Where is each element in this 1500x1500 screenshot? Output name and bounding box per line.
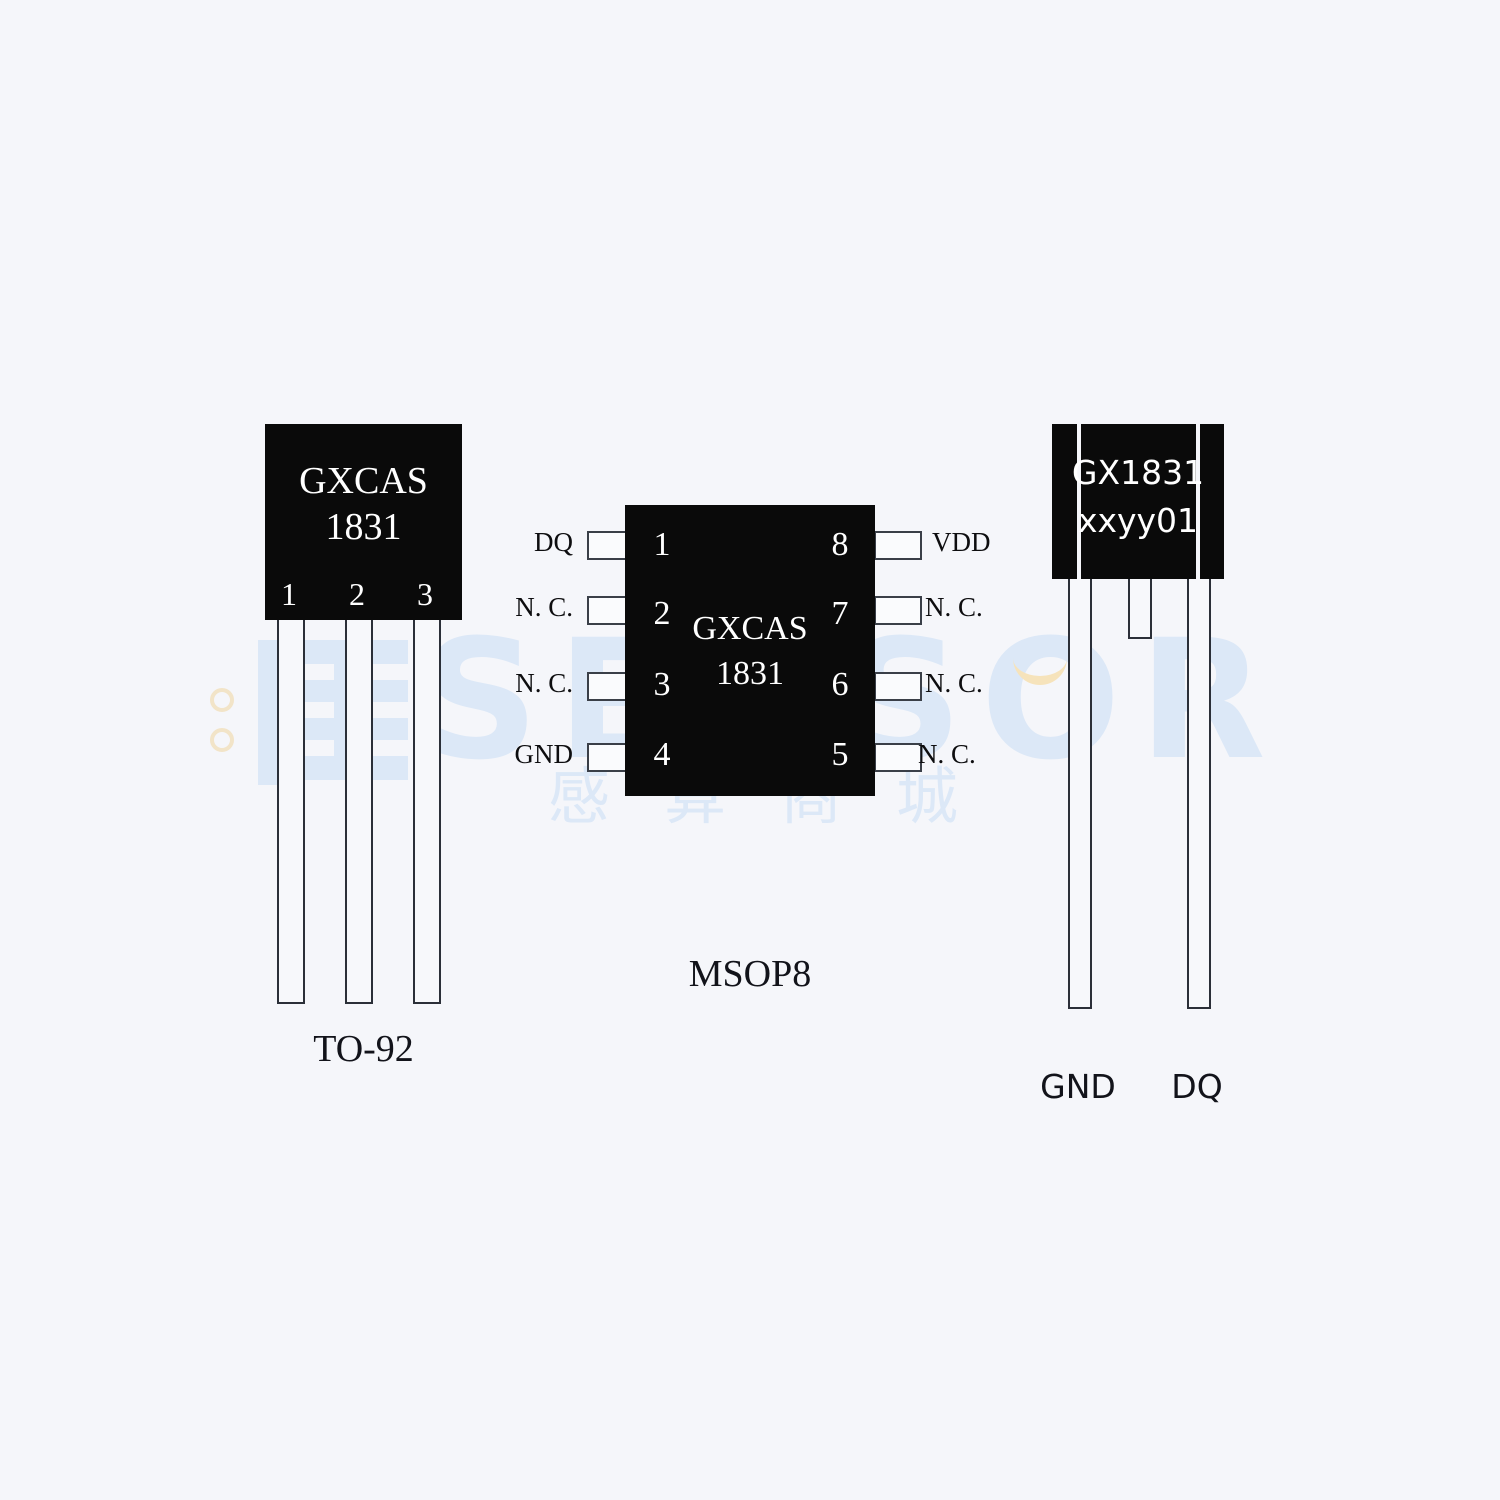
gx1831-marking-line-2: xxyy01 bbox=[1077, 501, 1199, 540]
msop8-caption: MSOP8 bbox=[688, 953, 812, 995]
to-92-marking-line-1: GXCAS bbox=[299, 460, 428, 502]
msop8-pin-number-4: 4 bbox=[653, 736, 671, 773]
msop8-marking-line-2: 1831 bbox=[716, 655, 784, 692]
to-92-marking-line-2: 1831 bbox=[325, 506, 402, 548]
gx1831-marking-line-1: GX1831 bbox=[1071, 453, 1205, 492]
msop8-pin-number-8: 8 bbox=[831, 526, 849, 563]
msop8-pin-number-5: 5 bbox=[831, 736, 849, 773]
msop8-marking-line-1: GXCAS bbox=[692, 610, 808, 647]
to-92-pin-number-2: 2 bbox=[349, 576, 365, 612]
to-92-body bbox=[265, 424, 462, 620]
msop8-pad-8 bbox=[874, 531, 922, 560]
to-92-pin-number-3: 3 bbox=[417, 576, 433, 612]
msop8-pin-number-6: 6 bbox=[831, 666, 849, 703]
msop8-pin-label-nc-2: N. C. bbox=[515, 592, 573, 622]
msop8-pin-label-nc-7: N. C. bbox=[925, 592, 983, 622]
msop8-pad-7 bbox=[874, 596, 922, 625]
msop8-pin-label-nc-5: N. C. bbox=[918, 739, 976, 769]
gx1831-body-divider-right bbox=[1196, 424, 1200, 579]
gx1831-lead-gnd bbox=[1068, 575, 1092, 1009]
msop8-pad-5 bbox=[874, 743, 922, 772]
msop8-pin-label-nc-3: N. C. bbox=[515, 668, 573, 698]
gx1831-body-divider-left bbox=[1077, 424, 1081, 579]
to-92-lead-1 bbox=[277, 615, 305, 1004]
gx1831-lead-label-gnd: GND bbox=[1040, 1067, 1116, 1106]
msop8-body bbox=[625, 505, 875, 796]
msop8-pin-number-2: 2 bbox=[653, 595, 671, 632]
msop8-pin-number-7: 7 bbox=[831, 595, 849, 632]
gx1831-lead-center-stub bbox=[1128, 575, 1152, 639]
gx1831-lead-label-dq: DQ bbox=[1171, 1067, 1223, 1106]
msop8-pin-number-3: 3 bbox=[653, 666, 671, 703]
to-92-lead-3 bbox=[413, 615, 441, 1004]
gx1831-lead-dq bbox=[1187, 575, 1211, 1009]
msop8-pin-label-gnd: GND bbox=[514, 739, 574, 769]
to-92-lead-2 bbox=[345, 615, 373, 1004]
msop8-pin-label-dq: DQ bbox=[534, 527, 573, 557]
to-92-pin-number-1: 1 bbox=[281, 576, 297, 612]
msop8-pad-6 bbox=[874, 672, 922, 701]
msop8-pin-number-1: 1 bbox=[653, 526, 671, 563]
to-92-caption: TO-92 bbox=[313, 1028, 414, 1070]
msop8-pin-label-vdd: VDD bbox=[932, 527, 991, 557]
msop8-pin-label-nc-6: N. C. bbox=[925, 668, 983, 698]
